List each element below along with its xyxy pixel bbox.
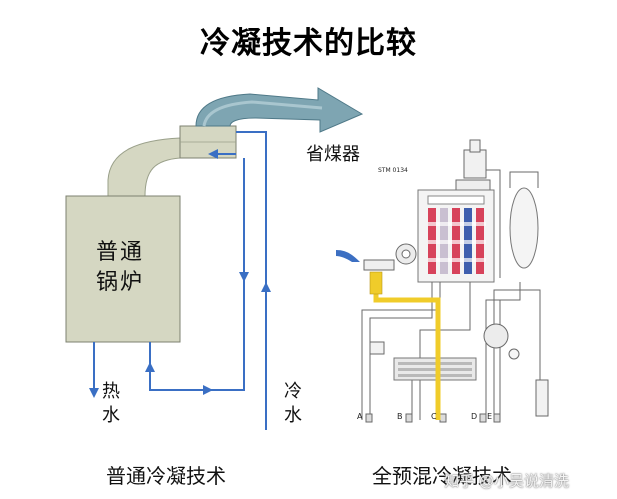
cold-water-label: 冷 水 xyxy=(284,380,302,428)
flue-duct xyxy=(107,137,181,197)
exhaust-arrow xyxy=(195,87,364,133)
premix-boiler-schematic xyxy=(361,139,549,423)
valve-label-a: A xyxy=(357,412,363,421)
exchanger-tubes xyxy=(428,208,486,274)
gas-line xyxy=(373,272,441,420)
valve-row xyxy=(365,413,501,423)
valve-label-b: B xyxy=(397,412,403,421)
hot-water-label-line2: 水 xyxy=(102,405,120,426)
flow-arrows xyxy=(89,149,271,398)
left-caption: 普通冷凝技术 xyxy=(106,464,226,488)
economizer-label: 省煤器 xyxy=(306,144,360,165)
cold-water-label-line2: 水 xyxy=(284,405,302,426)
boiler-label-line1: 普通 xyxy=(96,240,145,265)
right-caption: 全预混冷凝技术 xyxy=(372,464,512,488)
conventional-boiler xyxy=(65,195,181,343)
hot-water-label: 热 水 xyxy=(102,380,120,428)
valve-label-c: C xyxy=(431,412,437,421)
watermark: 知乎 @小吴说清洗 xyxy=(444,472,569,490)
boiler-label-line2: 锅炉 xyxy=(96,270,145,295)
valve-label-d: D xyxy=(471,412,478,421)
air-intake-arrow xyxy=(336,250,360,262)
secondary-exchanger-coils xyxy=(398,362,472,377)
boiler-label: 普通 锅炉 xyxy=(96,238,144,298)
valve-label-e: E xyxy=(487,412,493,421)
page-title: 冷凝技术的比较 xyxy=(200,26,417,61)
model-code: STM 0134 xyxy=(378,167,408,174)
hot-water-label-line1: 热 xyxy=(102,381,120,402)
cold-water-label-line1: 冷 xyxy=(284,381,302,402)
